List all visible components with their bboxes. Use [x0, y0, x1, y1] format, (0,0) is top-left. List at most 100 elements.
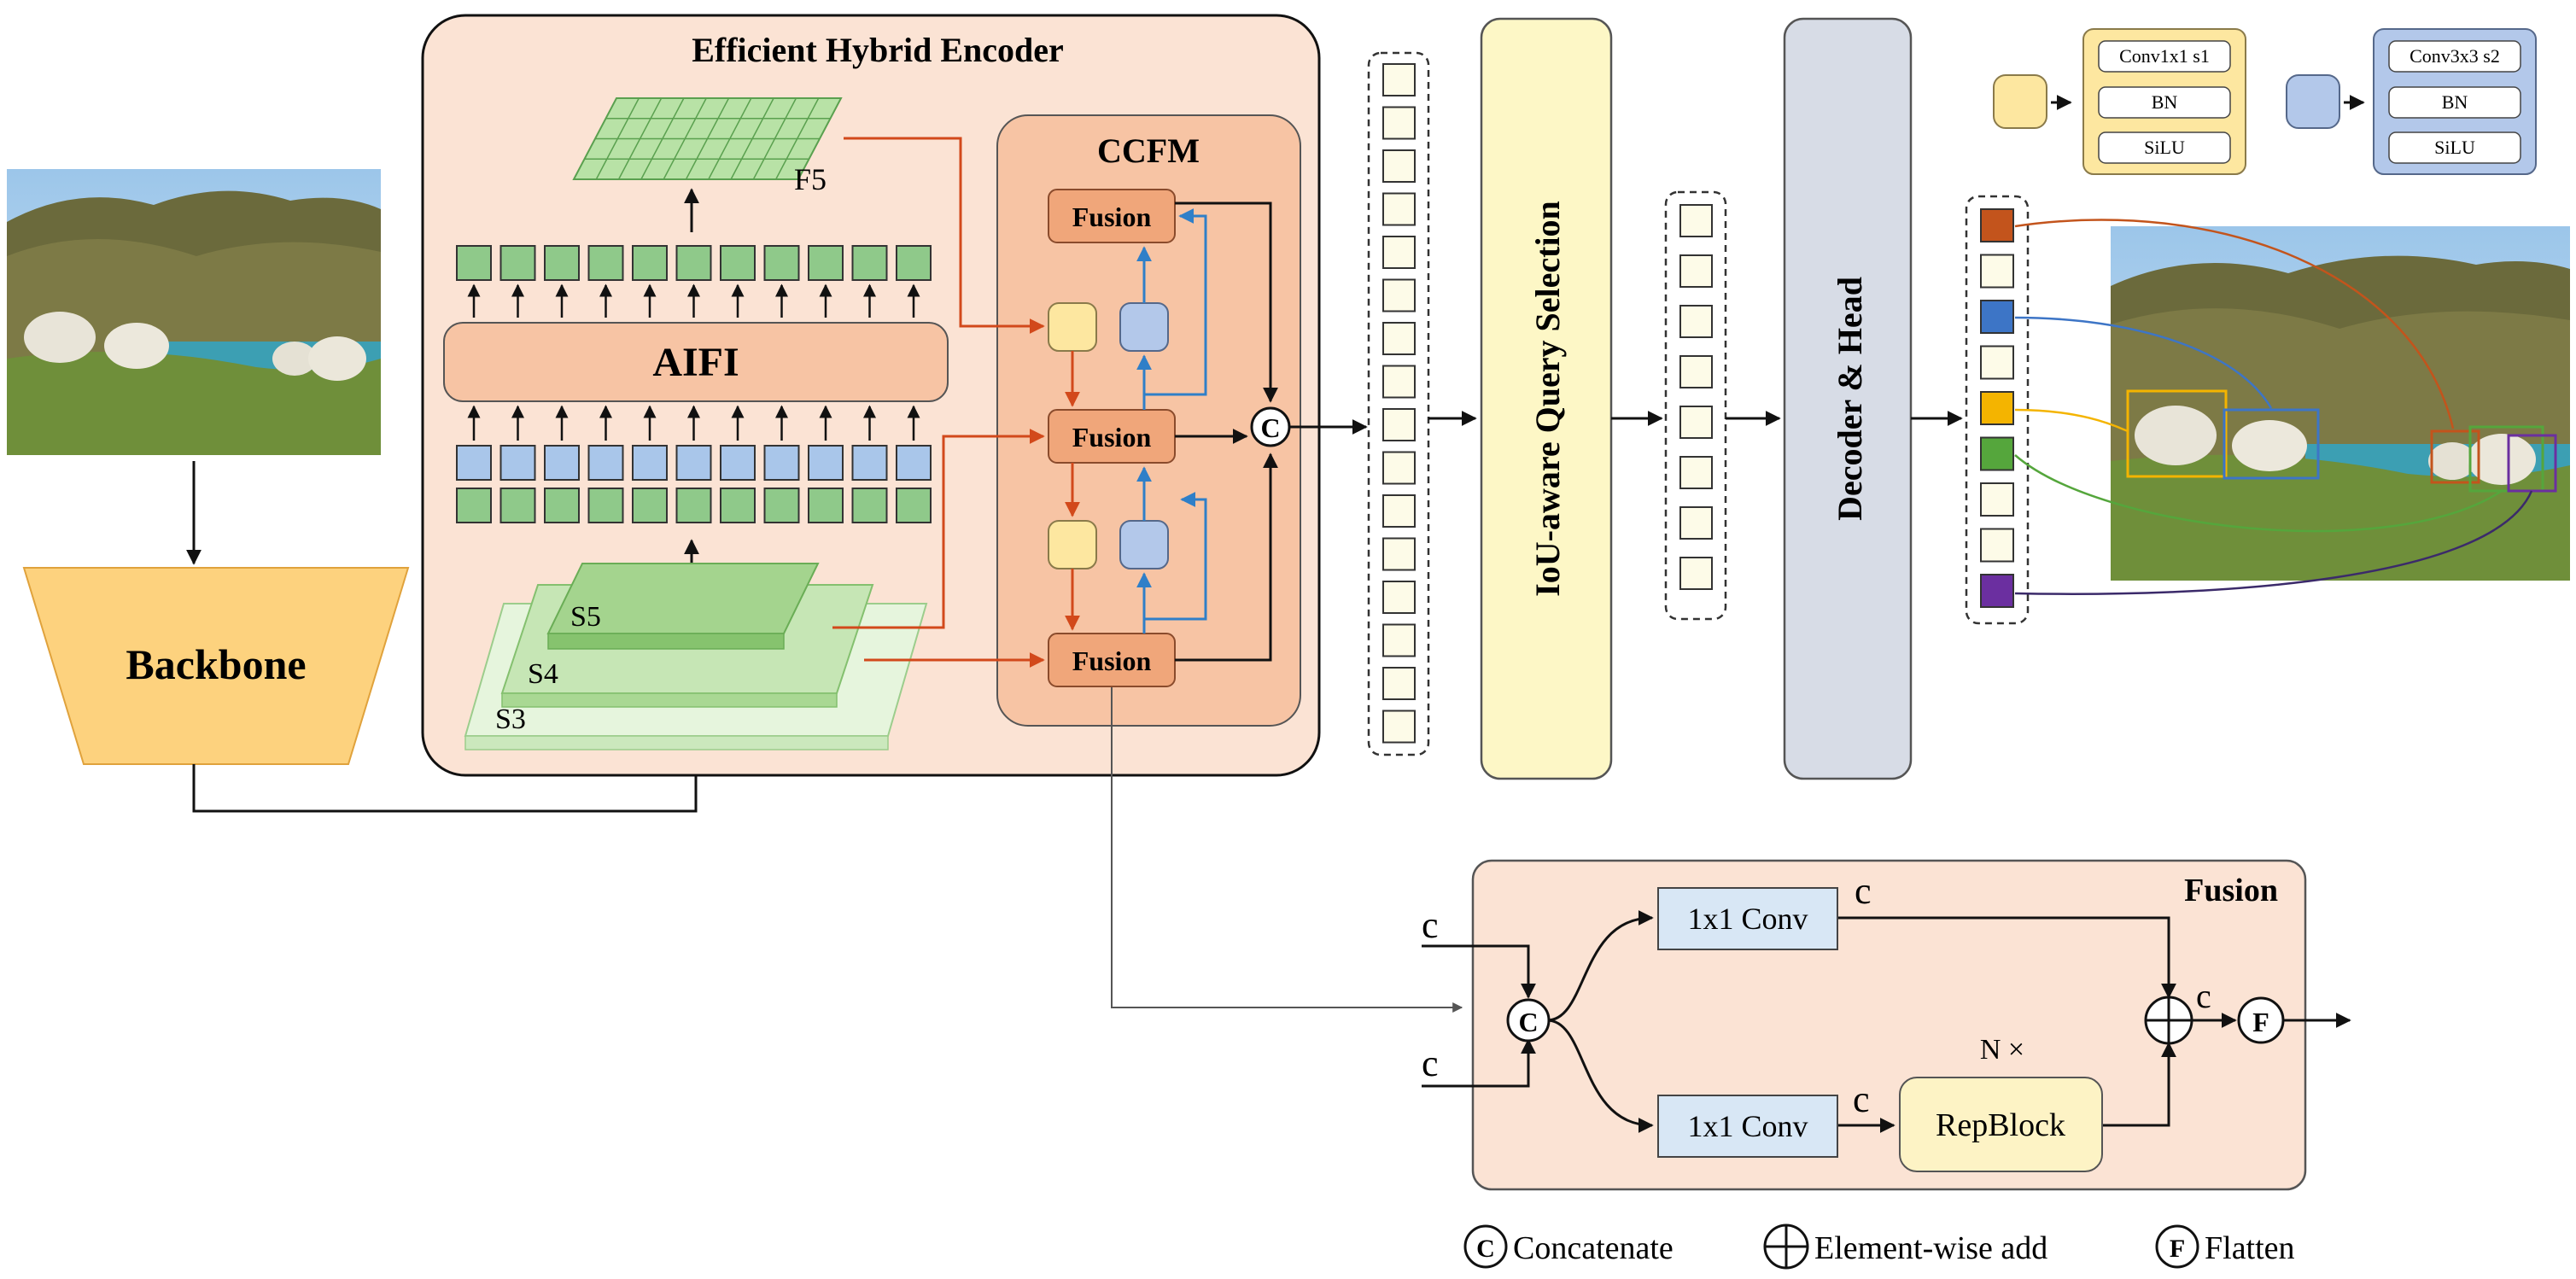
output-query	[1980, 345, 2014, 380]
flattened-token	[763, 488, 800, 523]
aifi-output-token	[808, 245, 844, 281]
aifi-output-token	[544, 245, 580, 281]
flatten-symbol: F	[2237, 996, 2285, 1044]
svg-text:C: C	[1476, 1235, 1495, 1263]
prediction-connectors	[2014, 219, 2533, 595]
decoder-head-block: Decoder & Head	[1783, 17, 1913, 780]
output-query	[1980, 208, 2014, 242]
legend-yellow-block: Conv1x1 s1 BN SiLU	[1993, 28, 2246, 175]
selected-query	[1679, 204, 1713, 237]
encoder-token	[1382, 236, 1416, 269]
svg-text:Element-wise add: Element-wise add	[1814, 1230, 2047, 1266]
element-wise-add-symbol	[2144, 996, 2193, 1045]
svg-text:Flatten: Flatten	[2205, 1230, 2295, 1266]
multiscale-features: S5 S4 S3	[464, 563, 928, 750]
encoder-token	[1382, 667, 1416, 700]
output-image	[2111, 226, 2570, 581]
svg-text:F: F	[2170, 1235, 2185, 1263]
fusion-c-after-top-conv: c	[1855, 870, 1872, 912]
flattened-token	[456, 488, 492, 523]
selected-query	[1679, 506, 1713, 540]
legend-flatten: F Flatten	[2155, 1224, 2295, 1269]
decoder-label: Decoder & Head	[1831, 277, 1869, 521]
aifi-output-token	[763, 245, 800, 281]
encoder-token	[1382, 408, 1416, 441]
aifi-output-tokens	[456, 245, 932, 281]
s3-label: S3	[495, 704, 526, 735]
positional-token	[587, 445, 624, 481]
flattened-token	[499, 488, 536, 523]
legend-yellow-bn: BN	[2152, 91, 2178, 113]
fusion-bottom-label: Fusion	[1072, 645, 1152, 676]
backbone-to-encoder-arrow	[192, 750, 704, 813]
svg-text:1x1 Conv: 1x1 Conv	[1687, 902, 1808, 936]
backbone-label: Backbone	[126, 640, 306, 688]
svg-text:C: C	[1260, 412, 1280, 443]
encoder-token	[1382, 278, 1416, 312]
flattened-token	[896, 488, 932, 523]
repblock-repeat-label: N ×	[1980, 1034, 2024, 1066]
fusion-c-after-bottom-conv: c	[1853, 1078, 1870, 1120]
s5-feature	[546, 563, 820, 650]
encoder-token	[1382, 581, 1416, 614]
output-query	[1980, 254, 2014, 289]
fusion-detail-title: Fusion	[2184, 873, 2278, 908]
legend-blue-conv: Conv3x3 s2	[2410, 45, 2500, 67]
flattened-token	[851, 488, 888, 523]
flattened-token	[675, 488, 712, 523]
encoder-token	[1382, 537, 1416, 571]
output-query	[1980, 528, 2014, 563]
positional-tokens	[456, 445, 932, 481]
svg-text:Concatenate: Concatenate	[1513, 1230, 1674, 1266]
f5-label: F5	[794, 162, 827, 196]
fusion-box-middle: Fusion	[1048, 409, 1176, 464]
svg-text:1x1 Conv: 1x1 Conv	[1687, 1109, 1808, 1143]
legend-blue-block: Conv3x3 s2 BN SiLU	[2286, 28, 2537, 175]
input-image	[7, 169, 381, 456]
flattened-token	[587, 488, 624, 523]
selected-query	[1679, 456, 1713, 489]
encoder-token	[1382, 365, 1416, 399]
aifi-input-arrows	[467, 405, 920, 441]
output-query	[1980, 574, 2014, 608]
selected-query	[1679, 355, 1713, 388]
selected-query	[1679, 406, 1713, 439]
encoder-token	[1382, 63, 1416, 96]
fusion-middle-label: Fusion	[1072, 422, 1152, 453]
encoder-token	[1382, 192, 1416, 226]
flattened-token	[720, 488, 756, 523]
output-query	[1980, 436, 2014, 471]
encoder-token	[1382, 494, 1416, 528]
legend-concatenate: C Concatenate	[1463, 1224, 1674, 1269]
encoder-title: Efficient Hybrid Encoder	[692, 31, 1064, 69]
flattened-token	[808, 488, 844, 523]
aifi-output-arrows	[467, 283, 920, 318]
aifi-label: AIFI	[652, 340, 739, 385]
encoder-token	[1382, 451, 1416, 485]
svg-text:RepBlock: RepBlock	[1936, 1107, 2065, 1143]
aifi-output-token	[587, 245, 624, 281]
selected-query	[1679, 254, 1713, 288]
flattened-token	[544, 488, 580, 523]
fusion-c-after-add: c	[2196, 977, 2211, 1015]
query-selection-block: IoU-aware Query Selection	[1480, 17, 1613, 780]
legend-element-wise-add: Element-wise add	[1763, 1224, 2047, 1270]
positional-token	[851, 445, 888, 481]
selected-queries	[1664, 190, 1727, 621]
flattened-tokens	[456, 488, 932, 523]
backbone-block: Backbone	[22, 567, 410, 765]
ccfm-output-arrows	[1175, 201, 1278, 662]
ccfm-concat-symbol: C	[1250, 406, 1291, 447]
output-query	[1980, 391, 2014, 425]
positional-token	[632, 445, 668, 481]
positional-token	[499, 445, 536, 481]
encoder-output-tokens	[1367, 51, 1430, 756]
fusion-conv-top: 1x1 Conv	[1657, 887, 1838, 950]
bbox-purple	[2507, 434, 2557, 493]
positional-token	[456, 445, 492, 481]
fusion-input-c-top: c	[1422, 904, 1439, 946]
legend-yellow-silu: SiLU	[2144, 137, 2185, 158]
aifi-output-token	[896, 245, 932, 281]
legend-blue-silu: SiLU	[2434, 137, 2475, 158]
flattened-token	[632, 488, 668, 523]
